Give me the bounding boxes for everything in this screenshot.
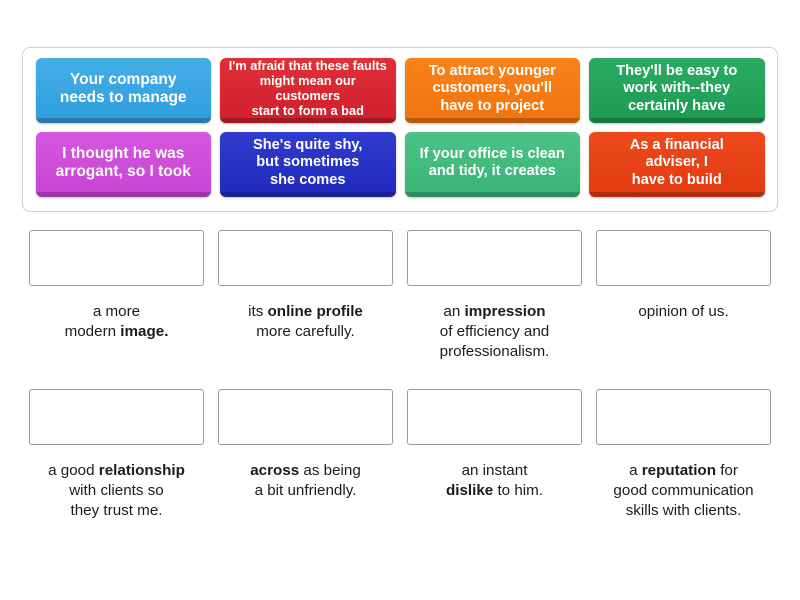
drop-zone[interactable] [596, 388, 771, 445]
drop-zone[interactable] [407, 230, 582, 286]
drop-zone[interactable] [596, 230, 771, 286]
drop-zone[interactable] [407, 388, 582, 445]
drop-zone[interactable] [218, 388, 393, 445]
drop-zone[interactable] [218, 230, 393, 286]
answer-prompt: opinion of us. [638, 303, 729, 320]
drop-zone[interactable] [29, 230, 204, 286]
drop-zone[interactable] [29, 388, 204, 445]
answer-cell: opinion of us. [596, 230, 771, 363]
